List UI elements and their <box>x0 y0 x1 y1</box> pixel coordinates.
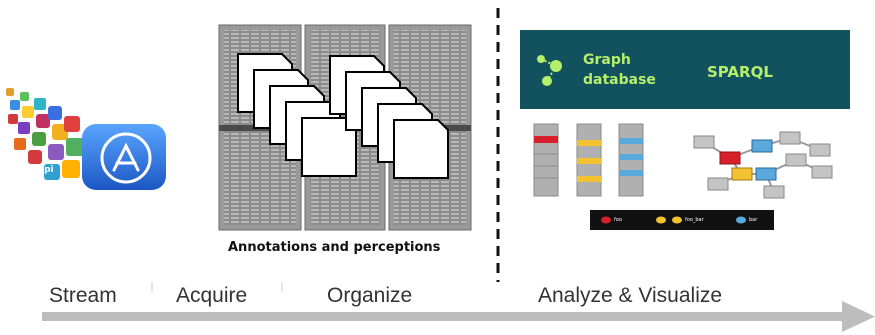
network-graph-icon <box>693 131 833 199</box>
stage-label-acquire: Acquire <box>176 284 248 307</box>
organize-caption: Annotations and perceptions <box>228 240 441 255</box>
document-stack-right <box>329 55 449 179</box>
legend-label-foo-bar: foo_bar <box>685 217 704 223</box>
stage-label-stream: Stream <box>49 284 117 307</box>
svg-text:epi: epi <box>38 165 54 175</box>
graph-label-line1: Graph <box>583 52 631 68</box>
app-icons-stream: epi <box>6 88 84 180</box>
db-stack-blue <box>618 123 644 197</box>
legend-bar <box>590 210 774 230</box>
db-stack-yellow <box>576 123 602 197</box>
document-stack-left <box>237 53 357 177</box>
stage-label-organize: Organize <box>327 284 413 307</box>
graph-label-line2: database <box>583 72 656 88</box>
graph-panel <box>520 30 850 109</box>
stage-label-analyze: Analyze & Visualize <box>538 284 723 307</box>
sparql-label: SPARQL <box>707 63 773 81</box>
legend-label-foo: foo <box>614 217 622 223</box>
graph-database-icon <box>537 55 562 86</box>
legend-label-bar: bar <box>749 217 758 223</box>
app-store-icon <box>82 124 166 190</box>
db-stack-red <box>533 123 559 197</box>
pipeline-arrow <box>42 301 875 332</box>
